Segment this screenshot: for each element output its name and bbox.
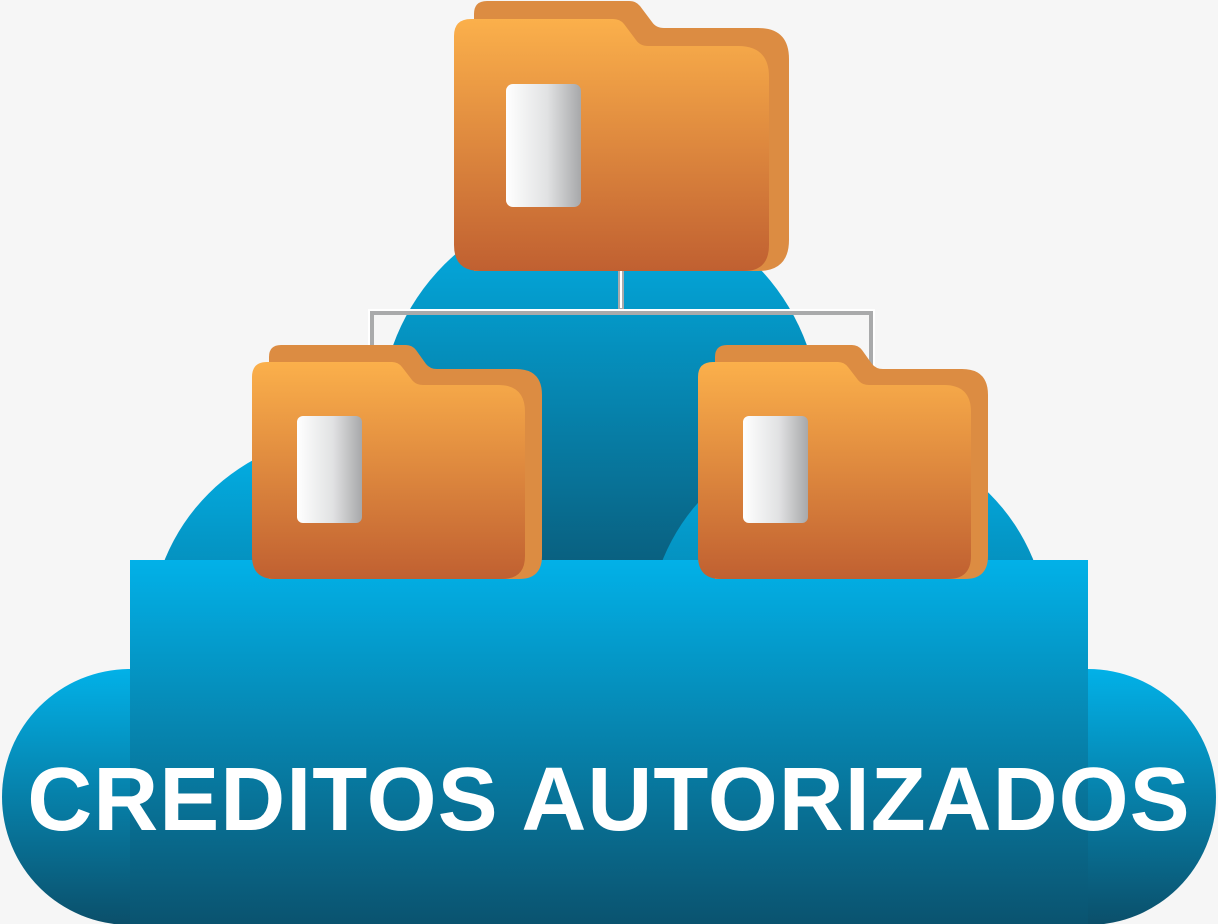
folder-label	[743, 416, 808, 523]
folder-label	[506, 84, 581, 207]
folder-icon-left	[252, 345, 542, 579]
banner-title: CREDITOS AUTORIZADOS	[27, 750, 1191, 850]
folder-label	[297, 416, 362, 523]
folder-icon-right	[698, 345, 988, 579]
folder-icon	[454, 1, 789, 271]
